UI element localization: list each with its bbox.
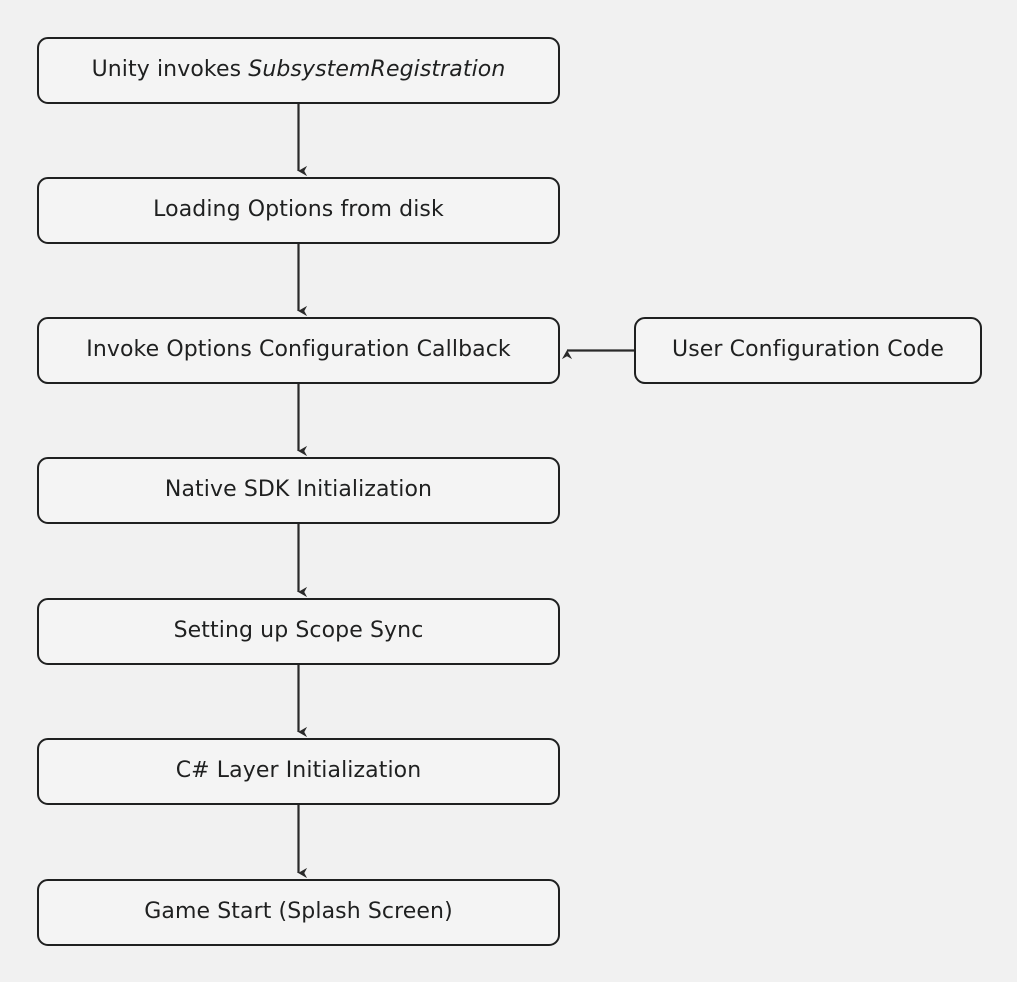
node-label: Unity invokes SubsystemRegistration <box>92 57 506 83</box>
node-label: Invoke Options Configuration Callback <box>86 337 511 363</box>
node-label: Native SDK Initialization <box>164 477 433 503</box>
node-user-configuration-code[interactable]: User Configuration Code <box>634 317 982 384</box>
node-game-start-splash-screen[interactable]: Game Start (Splash Screen) <box>37 879 560 946</box>
node-label-text: Unity invokes <box>91 57 249 83</box>
node-label: Loading Options from disk <box>153 197 444 223</box>
node-label: C# Layer Initialization <box>175 758 422 784</box>
node-label: Game Start (Splash Screen) <box>144 899 453 925</box>
node-csharp-layer-initialization[interactable]: C# Layer Initialization <box>37 738 560 805</box>
node-label-emphasis: SubsystemRegistration <box>248 57 506 83</box>
node-label: Setting up Scope Sync <box>173 618 424 644</box>
node-loading-options-from-disk[interactable]: Loading Options from disk <box>37 177 560 244</box>
node-unity-invokes-subsystemregistration[interactable]: Unity invokes SubsystemRegistration <box>37 37 560 104</box>
node-invoke-options-configuration-callback[interactable]: Invoke Options Configuration Callback <box>37 317 560 384</box>
node-label: User Configuration Code <box>672 337 944 363</box>
node-native-sdk-initialization[interactable]: Native SDK Initialization <box>37 457 560 524</box>
node-setting-up-scope-sync[interactable]: Setting up Scope Sync <box>37 598 560 665</box>
